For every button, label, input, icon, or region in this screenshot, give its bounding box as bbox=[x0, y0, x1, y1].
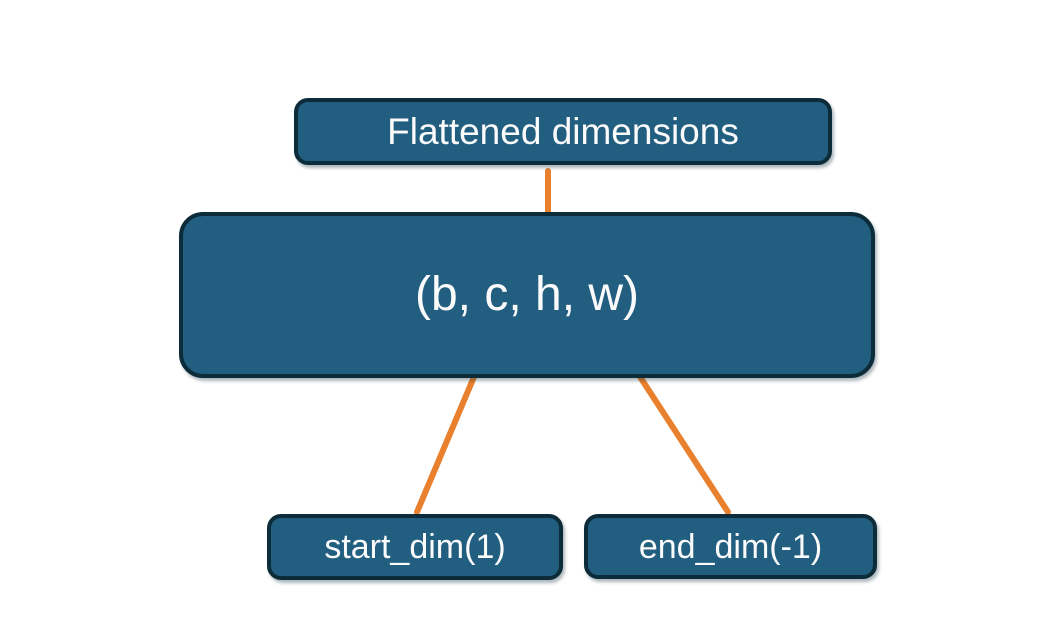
end-dim-box: end_dim(-1) bbox=[584, 514, 877, 579]
tensor-shape-label: (b, c, h, w) bbox=[414, 268, 640, 321]
flattened-dimensions-label: Flattened dimensions bbox=[387, 111, 739, 152]
start-dim-box: start_dim(1) bbox=[267, 514, 563, 580]
tensor-shape-box: (b, c, h, w) bbox=[179, 212, 875, 378]
end-dim-label: end_dim(-1) bbox=[638, 527, 823, 566]
flattened-dimensions-box: Flattened dimensions bbox=[294, 98, 832, 165]
start-dim-label: start_dim(1) bbox=[324, 528, 506, 566]
